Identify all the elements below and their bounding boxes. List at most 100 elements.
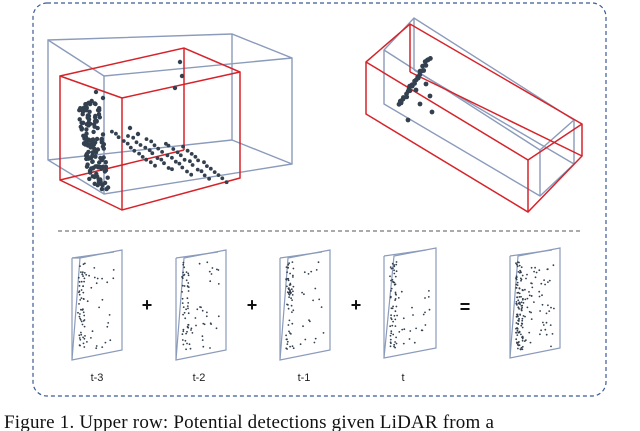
lidar-point <box>528 291 530 293</box>
lidar-point <box>403 328 405 330</box>
lidar-point <box>81 112 85 116</box>
lidar-point <box>83 298 85 300</box>
lidar-point <box>418 102 423 107</box>
lidar-point <box>531 267 533 269</box>
lidar-point <box>202 323 204 325</box>
lidar-point <box>390 297 392 299</box>
lidar-point <box>289 320 291 322</box>
lidar-point <box>517 348 519 350</box>
lidar-point <box>398 331 400 333</box>
lidar-point <box>547 281 549 283</box>
lidar-point <box>93 114 97 118</box>
lidar-point <box>162 161 166 165</box>
lidar-point <box>517 330 519 332</box>
lidar-point <box>288 331 290 333</box>
lidar-point <box>131 136 135 140</box>
lidar-point <box>182 285 184 287</box>
lidar-point <box>550 324 552 326</box>
lidar-point <box>186 331 188 333</box>
lidar-point <box>94 90 98 94</box>
lidar-point <box>187 297 189 299</box>
lidar-point <box>95 347 97 349</box>
lidar-point <box>100 187 104 191</box>
lidar-point <box>190 348 192 350</box>
lidar-point <box>156 147 160 151</box>
lidar-point <box>191 163 195 167</box>
lidar-point <box>93 149 97 153</box>
lidar-point <box>520 325 522 327</box>
lidar-point <box>183 266 185 268</box>
lidar-point <box>132 149 136 153</box>
lidar-point <box>188 159 192 163</box>
lidar-point <box>391 268 393 270</box>
lidar-point <box>424 82 429 87</box>
lidar-point <box>183 262 185 264</box>
lidar-point <box>396 306 398 308</box>
lidar-point <box>543 279 545 281</box>
lidar-point <box>79 290 81 292</box>
lidar-point <box>289 283 291 285</box>
lidar-point <box>530 342 532 344</box>
lidar-point <box>291 299 293 301</box>
lidar-point <box>543 324 545 326</box>
lidar-point <box>428 296 430 298</box>
lidar-point <box>170 156 174 160</box>
lidar-point <box>286 286 288 288</box>
frame-points-t-2 <box>181 261 220 350</box>
lidar-point <box>291 305 293 307</box>
lidar-point <box>185 333 187 335</box>
lidar-point <box>287 304 289 306</box>
lidar-point <box>396 343 398 345</box>
lidar-point <box>166 154 170 158</box>
lidar-point <box>287 278 289 280</box>
lidar-point <box>391 288 393 290</box>
lidar-point <box>79 294 81 296</box>
lidar-point <box>304 271 306 273</box>
lidar-point <box>392 281 394 283</box>
lidar-point <box>150 151 154 155</box>
lidar-point <box>77 312 79 314</box>
lidar-point <box>424 297 426 299</box>
lidar-point <box>82 292 84 294</box>
lidar-point <box>392 263 394 265</box>
lidar-point <box>392 279 394 281</box>
lidar-point <box>110 130 114 134</box>
lidar-point <box>203 174 207 178</box>
lidar-point <box>182 314 184 316</box>
lidar-point <box>153 143 157 147</box>
lidar-point <box>516 301 518 303</box>
lidar-point <box>84 338 86 340</box>
lidar-point <box>393 273 395 275</box>
lidar-point <box>129 146 133 150</box>
lidar-point <box>395 337 397 339</box>
lidar-point <box>290 291 292 293</box>
lidar-point <box>390 314 392 316</box>
lidar-point <box>159 158 163 162</box>
lidar-point <box>182 333 184 335</box>
lidar-point <box>401 291 403 293</box>
lidar-point <box>82 271 84 273</box>
lidar-point <box>202 160 206 164</box>
lidar-point <box>291 323 293 325</box>
lidar-point <box>310 271 312 273</box>
lidar-point <box>534 267 536 269</box>
lidar-point <box>390 339 392 341</box>
lidar-point <box>122 139 126 143</box>
lidar-point <box>308 273 310 275</box>
lidar-point <box>188 312 190 314</box>
lidar-point <box>205 164 209 168</box>
lidar-point <box>550 307 552 309</box>
lidar-point <box>412 314 414 316</box>
lidar-point <box>182 277 184 279</box>
lidar-point <box>80 271 82 273</box>
lidar-point <box>95 164 99 168</box>
lidar-point <box>101 96 105 100</box>
lidar-point <box>516 322 518 324</box>
lidar-point <box>542 322 544 324</box>
lidar-point <box>79 281 81 283</box>
lidar-point <box>187 273 189 275</box>
lidar-point <box>84 335 86 337</box>
frame-points-aggregated <box>515 261 555 350</box>
lidar-point <box>91 137 95 141</box>
lidar-point <box>100 158 104 162</box>
